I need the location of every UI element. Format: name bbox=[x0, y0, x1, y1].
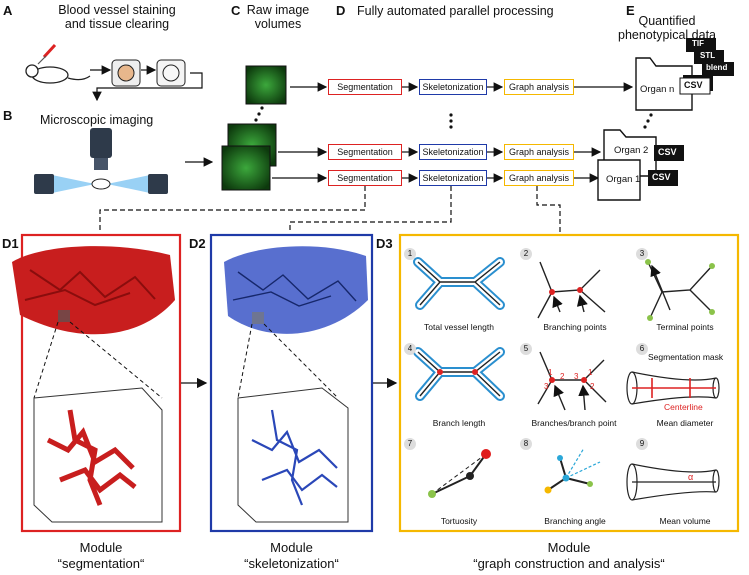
dashed-links bbox=[99, 186, 561, 232]
graph-analysis-box: Graph analysis bbox=[504, 170, 574, 186]
panel-letter-a: A bbox=[3, 3, 13, 18]
module-caption-line1: Module bbox=[547, 540, 591, 555]
module-caption-line2: “graph construction and analysis“ bbox=[473, 556, 665, 571]
pipeline-connectors bbox=[272, 82, 634, 183]
panel-c-title: Raw image volumes bbox=[246, 3, 310, 31]
metric-number-badge: 5 bbox=[520, 343, 532, 355]
metric-7-graphic bbox=[428, 449, 491, 498]
module-caption-line1: Module bbox=[270, 540, 313, 555]
metric-caption: Tortuosity bbox=[440, 516, 478, 526]
csv-file-label: CSV bbox=[652, 172, 671, 182]
jar-icons bbox=[90, 59, 203, 102]
metric-caption: Branches/branch point bbox=[531, 418, 617, 428]
panel-letter-d2: D2 bbox=[189, 236, 206, 251]
branch-count-label: 1 bbox=[588, 368, 593, 377]
branch-count-label: 2 bbox=[560, 372, 565, 381]
module-frame-skeletonization bbox=[209, 233, 374, 533]
segmentation-volume bbox=[12, 246, 175, 523]
panel-letter-b: B bbox=[3, 108, 13, 123]
ellipsis-dots bbox=[449, 113, 653, 129]
output-files bbox=[597, 38, 734, 201]
panel-letter-c: C bbox=[231, 3, 241, 18]
module-caption-line2: “segmentation“ bbox=[57, 556, 145, 571]
metric-number-badge: 9 bbox=[636, 438, 648, 450]
metric-number-badge: 4 bbox=[404, 343, 416, 355]
metric-4-graphic bbox=[413, 347, 505, 401]
metric-6-graphic bbox=[626, 371, 720, 405]
module-caption: Module “skeletonization“ bbox=[211, 540, 372, 572]
panel-letter-d3: D3 bbox=[376, 236, 393, 251]
organ-n-label: Organ n bbox=[640, 84, 675, 95]
metric-5-graphic bbox=[537, 351, 607, 411]
graph-analysis-box: Graph analysis bbox=[504, 144, 574, 160]
module-frame-segmentation bbox=[20, 233, 182, 533]
panel-e-title: Quantified phenotypical data bbox=[618, 14, 716, 42]
metric-number-badge: 8 bbox=[520, 438, 532, 450]
metric-number-badge: 1 bbox=[404, 248, 416, 260]
csv-file-label: CSV bbox=[684, 80, 703, 90]
metric-caption: Branching points bbox=[543, 322, 607, 332]
raw-volume-cubes bbox=[221, 65, 287, 191]
module-frame-graph bbox=[398, 233, 740, 533]
metric-caption: Terminal points bbox=[656, 322, 714, 332]
metric-9-graphic bbox=[626, 463, 720, 501]
branch-count-label: 2 bbox=[590, 382, 595, 391]
metric-caption: Total vessel length bbox=[424, 322, 494, 332]
blend-file-label: blend bbox=[706, 63, 728, 72]
skeletonization-box: Skeletonization bbox=[419, 79, 487, 95]
segmentation-box: Segmentation bbox=[328, 170, 402, 186]
panel-letter-e: E bbox=[626, 3, 635, 18]
segmentation-box: Segmentation bbox=[328, 144, 402, 160]
skeletonization-box: Skeletonization bbox=[419, 144, 487, 160]
microscope-illustration bbox=[34, 128, 214, 194]
branch-count-label: 1 bbox=[548, 368, 553, 377]
module-caption-line2: “skeletonization“ bbox=[244, 556, 339, 571]
metric-number-badge: 2 bbox=[520, 248, 532, 260]
metric-8-graphic bbox=[544, 447, 601, 494]
metric-1-graphic bbox=[413, 257, 505, 310]
metric-number-badge: 6 bbox=[636, 343, 648, 355]
tif-file-label: TIF bbox=[692, 39, 704, 48]
metric-2-graphic bbox=[537, 261, 606, 319]
metric-caption: Mean diameter bbox=[656, 418, 714, 428]
segmentation-mask-label: Segmentation mask bbox=[648, 352, 724, 362]
skeletonization-box: Skeletonization bbox=[419, 170, 487, 186]
panel-d-title: Fully automated parallel processing bbox=[357, 4, 554, 18]
panel-a-title: Blood vessel staining and tissue clearin… bbox=[58, 3, 176, 31]
metric-caption: Mean volume bbox=[659, 516, 711, 526]
panel-b-title: Microscopic imaging bbox=[40, 113, 154, 127]
mouse-illustration bbox=[25, 43, 91, 84]
graph-analysis-box: Graph analysis bbox=[504, 79, 574, 95]
stl-file-label: STL bbox=[700, 51, 716, 60]
metric-caption: Branching angle bbox=[544, 516, 606, 526]
organ-2-label: Organ 2 bbox=[614, 145, 649, 156]
branch-count-label: 3 bbox=[574, 372, 579, 381]
metric-3-graphic bbox=[645, 259, 715, 321]
panel-letter-d: D bbox=[336, 3, 346, 18]
module-caption: Module “segmentation“ bbox=[22, 540, 180, 572]
skeleton-volume bbox=[224, 246, 368, 523]
csv-file-label: CSV bbox=[658, 147, 677, 157]
metric-caption: Branch length bbox=[432, 418, 486, 428]
branch-count-label: 3 bbox=[544, 382, 549, 391]
panel-letter-d1: D1 bbox=[2, 236, 19, 251]
metric-number-badge: 7 bbox=[404, 438, 416, 450]
module-caption: Module “graph construction and analysis“ bbox=[400, 540, 738, 572]
alpha-symbol: α bbox=[688, 472, 694, 482]
metric-number-badge: 3 bbox=[636, 248, 648, 260]
centerline-label: Centerline bbox=[664, 402, 703, 412]
module-caption-line1: Module bbox=[79, 540, 123, 555]
organ-1-label: Organ 1 bbox=[606, 174, 641, 185]
segmentation-box: Segmentation bbox=[328, 79, 402, 95]
